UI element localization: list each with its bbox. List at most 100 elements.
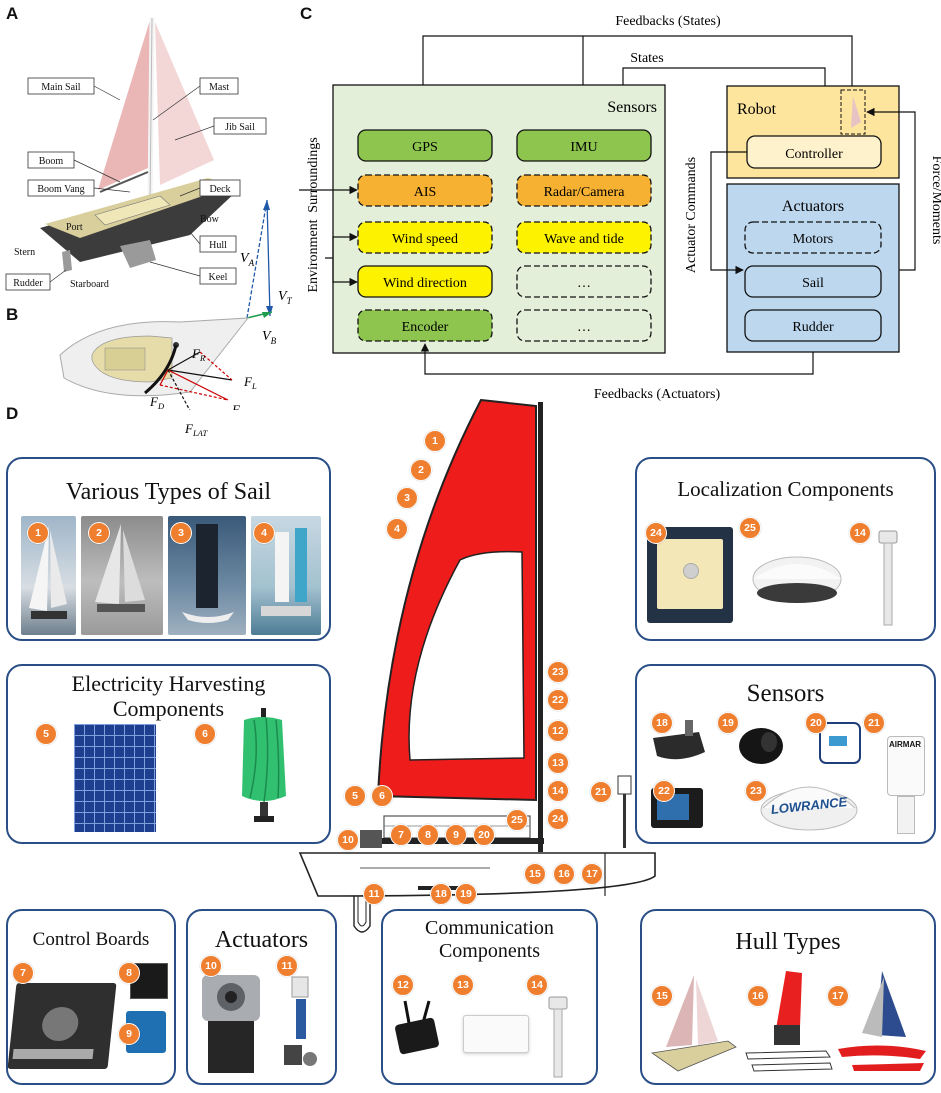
sensor-ais-label: AIS — [414, 185, 437, 200]
sensor-imu-label: IMU — [570, 140, 597, 155]
label-fd: FD — [149, 394, 165, 410]
label-fr: FR — [191, 346, 206, 363]
badge-sen-18: 18 — [651, 712, 673, 734]
sensor-radar-label: Radar/Camera — [544, 185, 626, 200]
rudder-shape — [62, 250, 72, 272]
label-boom-vang: Boom Vang — [37, 184, 84, 195]
sail-photo-2 — [81, 516, 163, 635]
badge-hull-17: 17 — [827, 985, 849, 1007]
gps-antenna-board — [647, 527, 733, 623]
badge-sen-20: 20 — [805, 712, 827, 734]
label-flat: FLAT — [184, 421, 209, 438]
badge-comm-13: 13 — [452, 974, 474, 996]
servo-actuator — [284, 976, 317, 1066]
control-boards-box: Control Boards — [6, 909, 176, 1085]
keel-shape — [120, 240, 156, 268]
panel-letter-a: A — [6, 4, 19, 23]
sail-types-box: Various Types of Sail — [6, 457, 331, 641]
localization-title: Localization Components — [677, 477, 894, 501]
depth-sensor — [739, 728, 783, 764]
hull-catamaran — [745, 971, 833, 1072]
sensor-ais — [357, 174, 493, 207]
badge-5: 5 — [344, 785, 366, 807]
badge-25: 25 — [506, 809, 528, 831]
sensor-gps — [357, 129, 493, 162]
sensor-encoder — [357, 309, 493, 342]
label-va: VA — [240, 251, 255, 268]
sensor-imu — [516, 129, 652, 162]
label-hull: Hull — [209, 240, 227, 251]
label-deck: Deck — [209, 184, 230, 195]
surroundings-label: Surroundings — [306, 137, 321, 212]
label-vb: VB — [262, 329, 277, 346]
sensors-component-box: Sensors AIRMAR LOWRANCE — [635, 664, 936, 844]
localization-box: Localization Components — [635, 457, 936, 641]
sensor-encoder-label: Encoder — [402, 320, 449, 335]
electricity-box: Electricity Harvesting Components — [6, 664, 331, 844]
actuator-rudder-label: Rudder — [792, 320, 834, 335]
flat-label-holder: FLAT — [184, 421, 209, 438]
communication-box: Communication Components — [381, 909, 598, 1085]
badge-sen-19: 19 — [717, 712, 739, 734]
wind-turbine — [242, 708, 286, 822]
sensor-more-1 — [516, 265, 652, 298]
comm-module-box — [463, 1015, 529, 1053]
antenna-14 — [548, 996, 568, 1078]
gear-motor — [202, 975, 260, 1073]
sensor-more-2-label: … — [577, 320, 591, 335]
system-block-diagram: Feedbacks (States) States Sensors GPS IM… — [299, 14, 941, 402]
badge-24: 24 — [547, 808, 569, 830]
label-bow: Bow — [200, 214, 220, 225]
sailboat-anatomy-diagram: Main Sail Mast Jib Sail Boom Boom Vang D… — [5, 17, 293, 410]
sensor-wave — [516, 221, 652, 254]
radio-module — [395, 1000, 439, 1055]
force-vectors — [159, 351, 233, 410]
badge-board-7: 7 — [12, 962, 34, 984]
main-control-board — [7, 983, 117, 1069]
badge-19: 19 — [455, 883, 477, 905]
label-jib-sail: Jib Sail — [225, 122, 255, 133]
imu-module — [819, 722, 861, 764]
gnss-dome-antenna — [752, 556, 842, 603]
badge-8: 8 — [417, 824, 439, 846]
sensor-wind-speed-label: Wind speed — [392, 232, 458, 247]
badge-18: 18 — [430, 883, 452, 905]
badge-4: 4 — [386, 518, 408, 540]
sensor-wind-direction — [357, 265, 493, 298]
control-boards-title: Control Boards — [32, 929, 150, 950]
sensors-component-title: Sensors — [746, 680, 825, 707]
badge-hull-15: 15 — [651, 985, 673, 1007]
jib-sail-shape — [155, 22, 214, 185]
sensor-wave-label: Wave and tide — [544, 232, 624, 247]
badge-board-8: 8 — [118, 962, 140, 984]
badge-22: 22 — [547, 689, 569, 711]
sensor-more-2 — [516, 309, 652, 342]
sensor-gps-label: GPS — [412, 140, 438, 155]
environment-label: Environment — [306, 219, 321, 292]
label-starboard: Starboard — [70, 279, 109, 290]
badge-elec-6: 6 — [194, 723, 216, 745]
badge-hull-16: 16 — [747, 985, 769, 1007]
badge-sail-3: 3 — [170, 522, 192, 544]
weather-station: AIRMAR — [885, 736, 925, 836]
electricity-title: Electricity Harvesting Components — [71, 671, 266, 722]
sonar-transducer — [653, 720, 705, 760]
radar-dome — [760, 786, 858, 831]
solar-panel — [74, 724, 156, 832]
badge-elec-5: 5 — [35, 723, 57, 745]
hull-types-title: Hull Types — [735, 929, 841, 955]
badge-9: 9 — [445, 824, 467, 846]
actuators-panel-title: Actuators — [214, 927, 309, 953]
badge-act-11: 11 — [276, 955, 298, 977]
badge-2: 2 — [410, 459, 432, 481]
velocity-vectors — [246, 199, 273, 319]
badge-comm-14: 14 — [526, 974, 548, 996]
badge-1: 1 — [424, 430, 446, 452]
badge-sen-21: 21 — [863, 712, 885, 734]
badge-13: 13 — [547, 752, 569, 774]
badge-sail-2: 2 — [88, 522, 110, 544]
boom-shape — [99, 171, 149, 193]
badge-12: 12 — [547, 720, 569, 742]
actuator-sail-label: Sail — [802, 276, 824, 291]
badge-16: 16 — [553, 863, 575, 885]
